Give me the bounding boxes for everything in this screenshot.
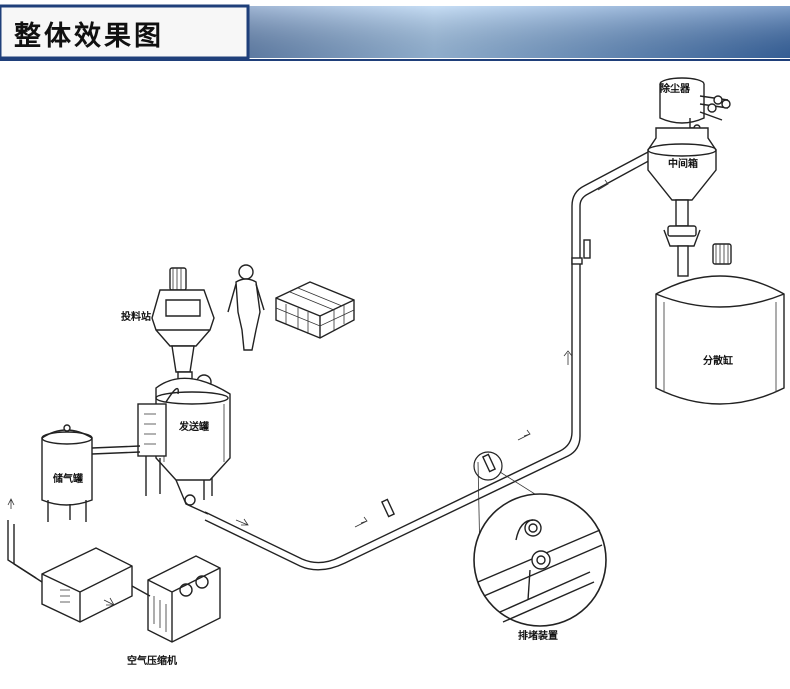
header-banner <box>0 4 790 61</box>
conveying-pipe <box>204 150 655 571</box>
page-title: 整体效果图 <box>14 21 164 52</box>
bag-pallet <box>275 281 355 339</box>
label-sending-tank: 发送罐 <box>178 420 209 433</box>
worker-figure <box>227 264 265 351</box>
sending-tank <box>137 371 231 515</box>
label-dispersion-tank: 分散缸 <box>703 354 733 367</box>
air-compressor <box>103 555 221 643</box>
label-air-compressor: 空气压缩机 <box>127 654 177 667</box>
feeding-station <box>151 267 215 373</box>
label-blockage-device: 排堵装置 <box>518 629 558 642</box>
air-dryer-box <box>7 498 133 623</box>
label-feeding-station: 投料站 <box>121 310 151 323</box>
label-dust-collector: 除尘器 <box>660 82 691 95</box>
label-intermediate-bin: 中间箱 <box>668 157 698 170</box>
pneumatic-conveying-diagram: 除尘器 中间箱 分散缸 投料站 发送罐 储气罐 空气压缩机 排堵装置 <box>7 77 785 667</box>
label-air-tank: 储气罐 <box>52 472 83 485</box>
dispersion-tank <box>655 243 785 405</box>
air-tank <box>41 424 141 522</box>
dust-collector <box>659 77 731 132</box>
intermediate-bin <box>647 127 717 277</box>
blockage-device-detail <box>473 451 607 627</box>
